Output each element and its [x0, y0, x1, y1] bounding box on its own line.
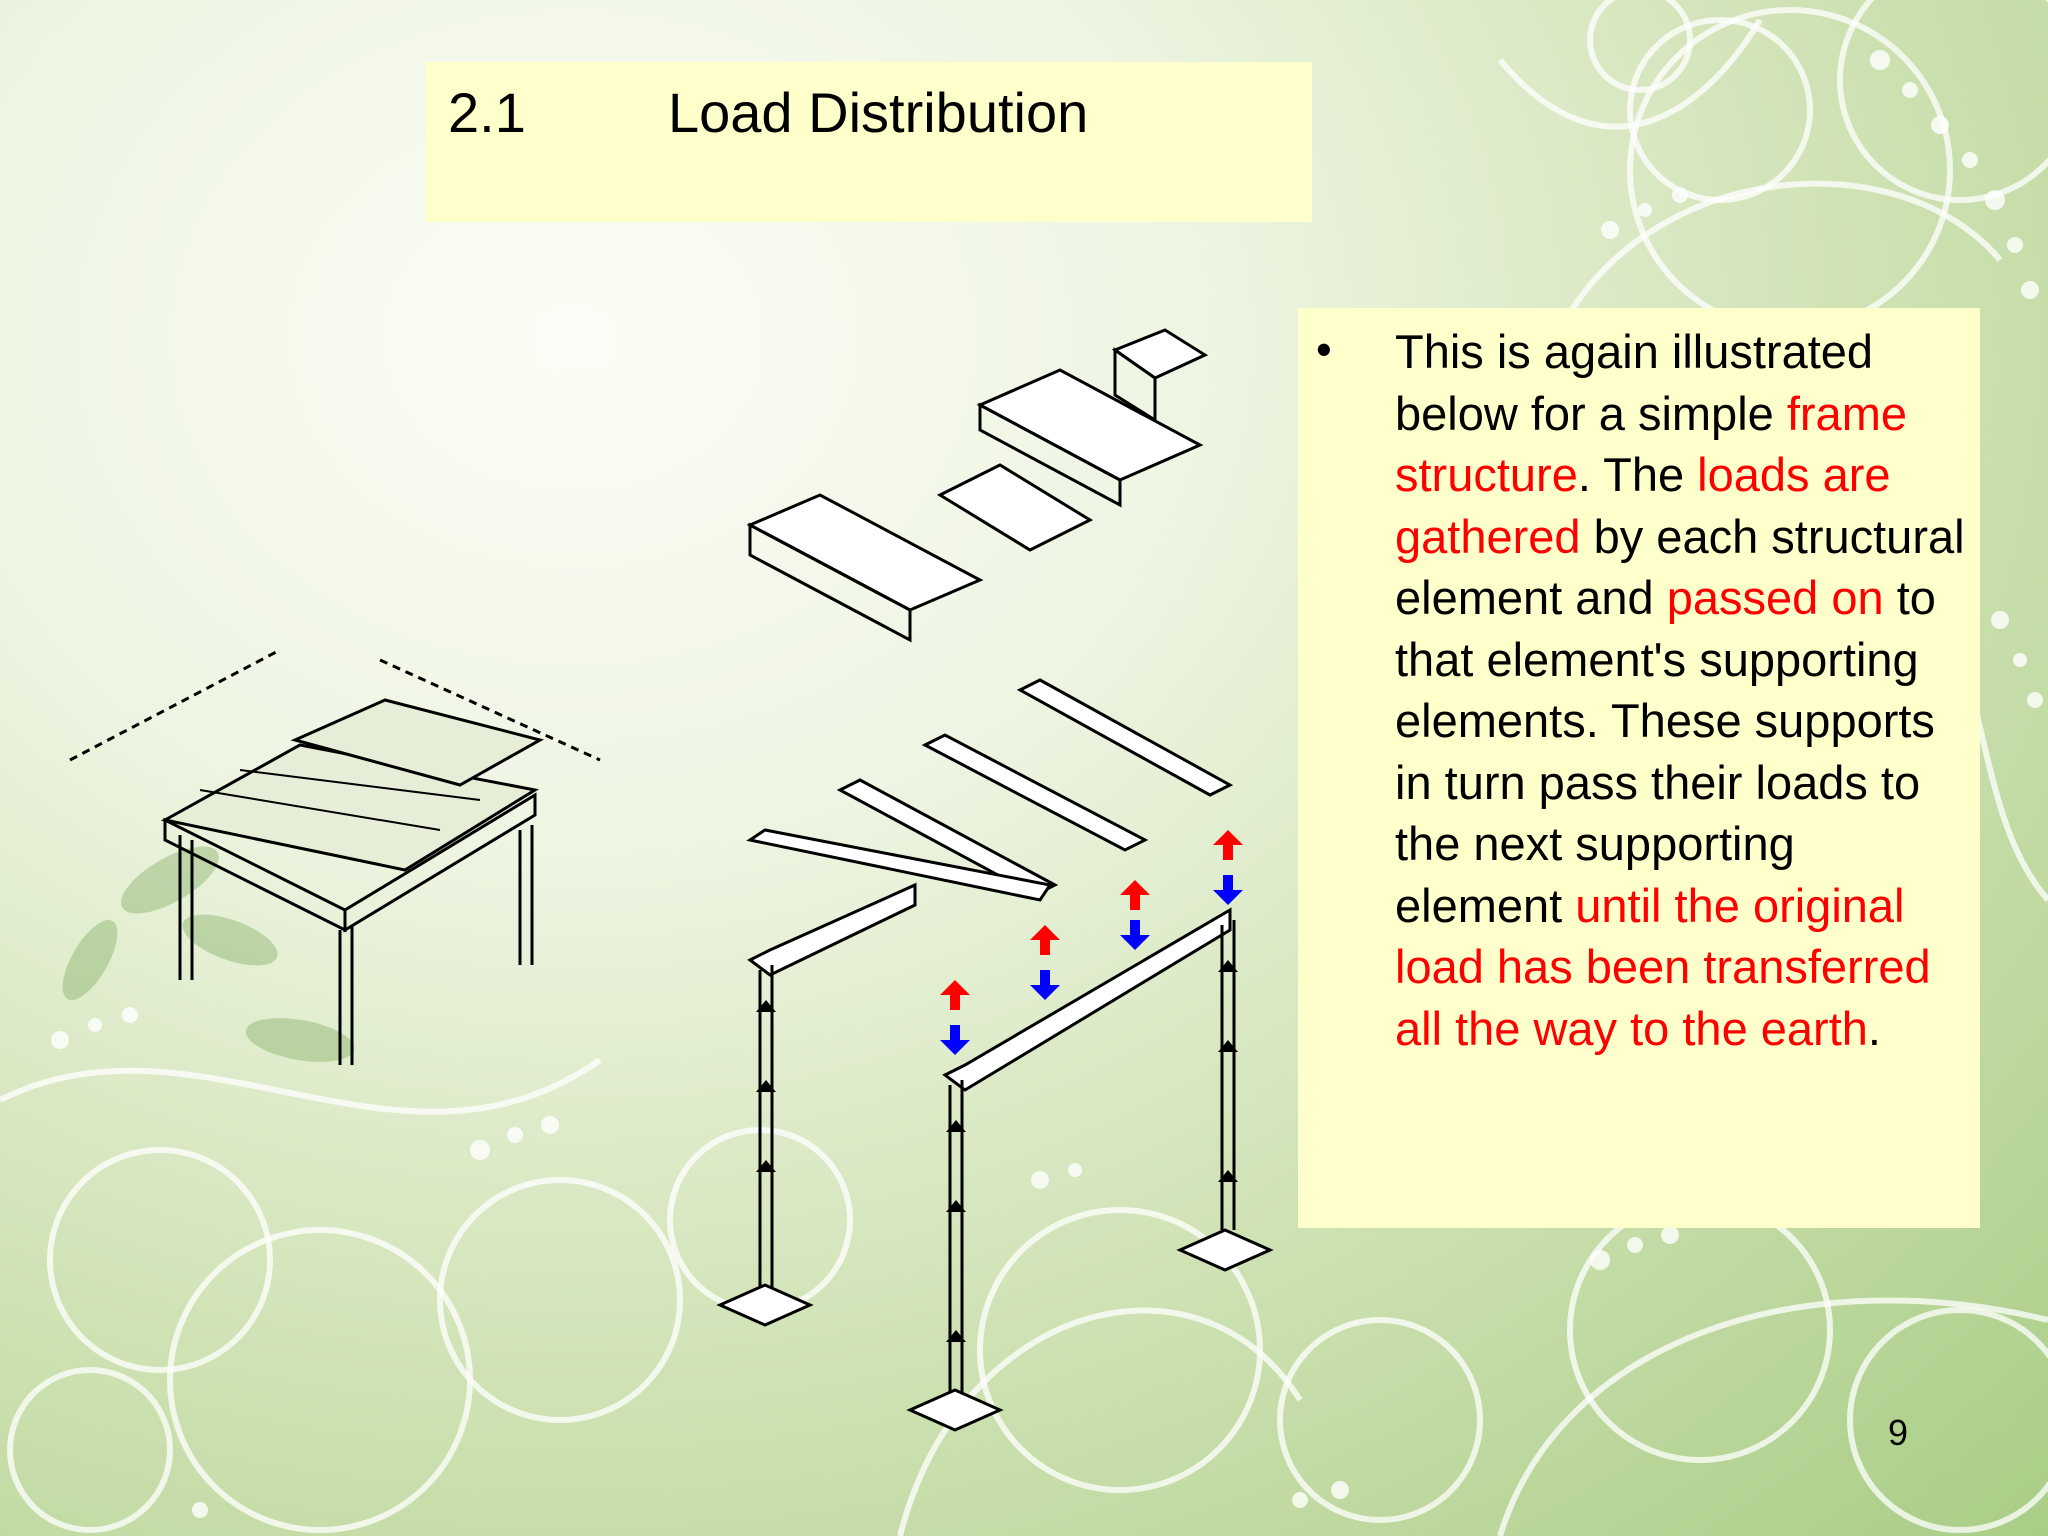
highlighted-term: passed on [1666, 571, 1884, 624]
slide-title: Load Distribution [668, 81, 1089, 144]
exploded-components-drawing [716, 328, 1274, 1432]
text-box: • This is again illustrated below for a … [1298, 308, 1980, 1228]
highlighted-term: frame structure [1395, 386, 1907, 502]
assembled-building-drawing [69, 648, 601, 1065]
load-arrows [756, 830, 1243, 1342]
bullet-dot-icon: • [1316, 324, 1332, 375]
title-box: 2.1 Load Distribution [426, 62, 1312, 222]
highlighted-term: until the original load has been transfe… [1395, 878, 1931, 1055]
section-number: 2.1 [448, 81, 526, 144]
highlighted-term: loads are gathered [1395, 448, 1891, 563]
page-number: 9 [1888, 1412, 1909, 1453]
text-segment: . The [1577, 448, 1698, 501]
text-segment: to that element's supporting elements. T… [1395, 571, 1936, 932]
text-segment: by each structural element and [1395, 509, 1965, 625]
text-segment: . [1867, 1001, 1881, 1055]
bullet-paragraph: This is again illustrated below for a si… [1395, 321, 1965, 1059]
text-segment: This is again illustrated below for a si… [1395, 325, 1874, 440]
